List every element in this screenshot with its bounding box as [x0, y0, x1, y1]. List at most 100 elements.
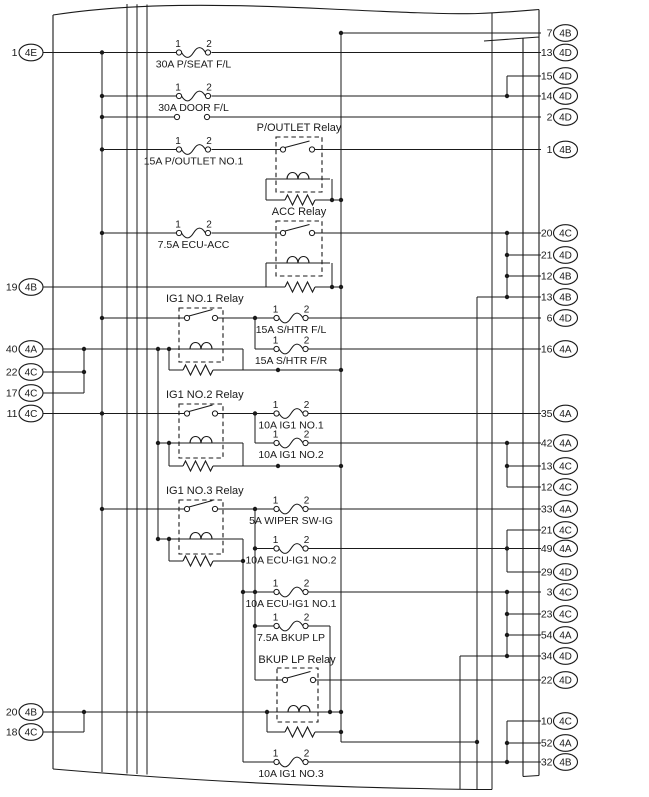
- pin-connector-oval: [552, 753, 579, 771]
- pin-number: 32: [541, 757, 553, 769]
- relay-bkup-lp-relay: BKUP LP Relay: [258, 654, 336, 739]
- fuse-terminal-2-number: 2: [304, 305, 310, 316]
- fuse-name: 15A S/HTR F/R: [255, 355, 328, 367]
- fuse-terminal-1-number: 1: [273, 749, 279, 760]
- relay-coil: [189, 341, 213, 350]
- pin-number: 21: [541, 250, 553, 262]
- relay-coil: [287, 704, 311, 713]
- relay-dashed-box: [276, 667, 319, 723]
- junction-dot: [329, 197, 335, 203]
- pin-number: 13: [541, 292, 553, 304]
- junction-dot: [99, 315, 105, 321]
- junction-dot: [240, 558, 246, 564]
- fuse-terminal-2-number: 2: [206, 83, 212, 94]
- outline-top-curve: [52, 4, 540, 16]
- fuse-element: [181, 144, 206, 155]
- junction-dot: [81, 369, 87, 375]
- relay-contact-1: [281, 676, 289, 684]
- fuse-terminal-1: [273, 505, 280, 513]
- pin-number: 22: [541, 675, 553, 687]
- pin-number: 21: [541, 525, 553, 537]
- pin-number: 33: [541, 504, 553, 516]
- pin-number: 14: [541, 91, 553, 103]
- pin-connector-oval: [552, 626, 579, 644]
- fuse-name: 5A WIPER SW-IG: [249, 515, 333, 527]
- pin-connector-oval: [552, 24, 579, 42]
- junction-dot: [81, 709, 87, 715]
- relay-ig1-no-1-relay: IG1 NO.1 Relay: [166, 293, 244, 377]
- pin-connector-oval: [552, 457, 579, 475]
- fuse-terminal-2-number: 2: [304, 535, 310, 546]
- fuse-terminal-1: [175, 92, 183, 100]
- pin-connector-code: 4D: [559, 72, 572, 83]
- fuse-name: 15A S/HTR F/L: [256, 324, 327, 336]
- fuse-terminal-1-number: 1: [175, 83, 181, 94]
- junction-dot: [504, 632, 510, 638]
- fuse-15a-s-htr-f-l: 1 2 15A S/HTR F/L: [256, 305, 327, 337]
- pin-connector-oval: [552, 712, 579, 730]
- pin-right-26: 52 4A: [541, 734, 579, 752]
- junction-dot: [504, 273, 510, 279]
- fuse-element: [278, 543, 304, 554]
- pin-connector-code: 4C: [559, 483, 572, 494]
- pin-connector-code: 4C: [25, 389, 38, 400]
- junction-dot: [474, 739, 480, 745]
- fuse-terminal-1-number: 1: [175, 39, 181, 50]
- fuse-terminal-1-number: 1: [273, 613, 279, 624]
- fuse-terminal-2-number: 2: [304, 430, 310, 441]
- pin-number: 52: [541, 738, 553, 750]
- pin-number: 7: [547, 28, 553, 40]
- fuse-terminal-1-number: 1: [273, 305, 279, 316]
- fuse-element: [278, 312, 304, 324]
- empty-fuse-slot-terminal-1: [173, 113, 181, 121]
- pin-connector-oval: [552, 478, 579, 496]
- junction-dot: [99, 230, 105, 236]
- relay-dashed-box: [275, 136, 323, 193]
- pin-connector-code: 4C: [559, 229, 572, 240]
- pin-connector-oval: [552, 224, 579, 242]
- pin-connector-oval: [552, 500, 579, 518]
- junction-dot: [252, 506, 258, 512]
- pin-number: 49: [541, 543, 553, 555]
- pin-connector-code: 4A: [559, 739, 572, 750]
- pin-number: 19: [6, 282, 18, 294]
- pin-connector-code: 4C: [559, 717, 572, 728]
- pin-connector-oval: [18, 723, 44, 741]
- junction-dot: [504, 546, 510, 551]
- relay-coil: [189, 435, 213, 444]
- fuse-terminal-1: [273, 410, 280, 417]
- junction-dot: [166, 440, 172, 446]
- junction-dot: [504, 653, 510, 659]
- junction-dot: [329, 284, 335, 290]
- pin-number: 13: [541, 461, 553, 473]
- fuse-element: [181, 47, 206, 58]
- junction-dot: [327, 709, 333, 715]
- fuse-element: [278, 756, 304, 768]
- relay-contact-2: [211, 505, 219, 513]
- fuse-terminal-1-number: 1: [273, 336, 279, 347]
- pin-number: 13: [541, 47, 553, 59]
- relay-switch-blade: [188, 499, 213, 508]
- relay-contact-1: [183, 410, 191, 417]
- junction-dot: [504, 93, 510, 99]
- pin-number: 42: [541, 438, 553, 450]
- fuse-element: [181, 227, 206, 239]
- relay-contact-1: [279, 229, 287, 237]
- junction-dot: [155, 536, 161, 542]
- relay-coil: [286, 255, 310, 264]
